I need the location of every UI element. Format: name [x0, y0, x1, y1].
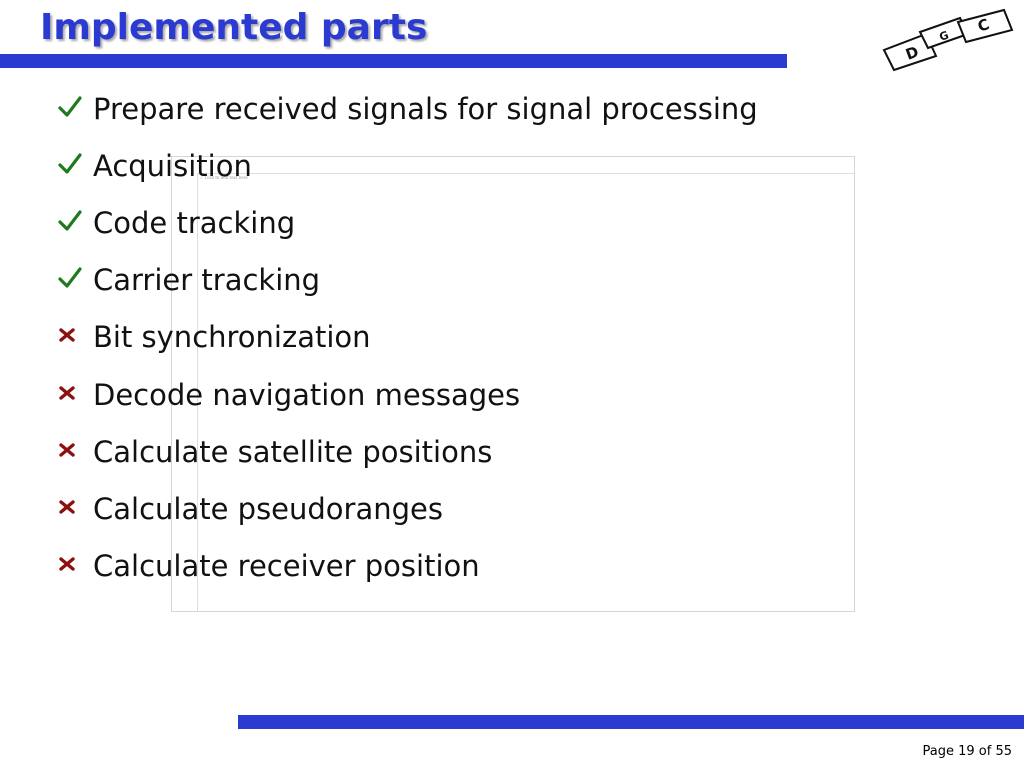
list-item: Code tracking [58, 192, 758, 249]
list-item-text: Calculate receiver position [93, 549, 480, 584]
check-mark-icon [58, 210, 93, 232]
check-mark-icon [58, 153, 93, 175]
title-underline-bar [0, 54, 787, 68]
list-item: Calculate receiver position [58, 536, 758, 593]
list-item: Decode navigation messages [58, 364, 758, 421]
list-item: Acquisition [58, 135, 758, 192]
check-mark-icon [58, 267, 93, 289]
implemented-parts-list: Prepare received signals for signal proc… [58, 78, 758, 593]
list-item-text: Carrier tracking [93, 263, 321, 298]
embedded-object-inner: ✓ Click to add text here [197, 173, 854, 611]
footer-bar [238, 715, 1024, 729]
cross-mark-icon [58, 327, 93, 343]
logo-letter-g: G [938, 29, 951, 44]
logo-letter-d: D [903, 43, 921, 64]
list-item-text: Bit synchronization [93, 320, 371, 355]
cross-mark-icon [58, 499, 93, 515]
cross-mark-icon [58, 385, 93, 401]
list-item-text: Calculate satellite positions [93, 434, 493, 469]
list-item-text: Prepare received signals for signal proc… [93, 91, 758, 126]
slide-title: Implemented parts [40, 7, 428, 48]
list-item-text: Calculate pseudoranges [93, 491, 443, 526]
list-item-text: Acquisition [93, 148, 252, 183]
embedded-object-frame[interactable]: ✓ Click to add text here [171, 156, 855, 612]
embedded-object-caption: ✓ Click to add text here [200, 175, 248, 180]
cross-mark-icon [58, 556, 93, 572]
page-number: Page 19 of 55 [922, 744, 1012, 759]
list-item-text: Code tracking [93, 205, 296, 240]
dgc-logo-icon: D G C [882, 8, 1014, 72]
list-item: Calculate satellite positions [58, 421, 758, 478]
check-mark-icon [58, 95, 93, 118]
list-item: Carrier tracking [58, 250, 758, 307]
list-item: Bit synchronization [58, 307, 758, 364]
list-item: Prepare received signals for signal proc… [58, 78, 758, 135]
cross-mark-icon [58, 442, 93, 458]
list-item-text: Decode navigation messages [93, 377, 521, 412]
list-item: Calculate pseudoranges [58, 478, 758, 535]
